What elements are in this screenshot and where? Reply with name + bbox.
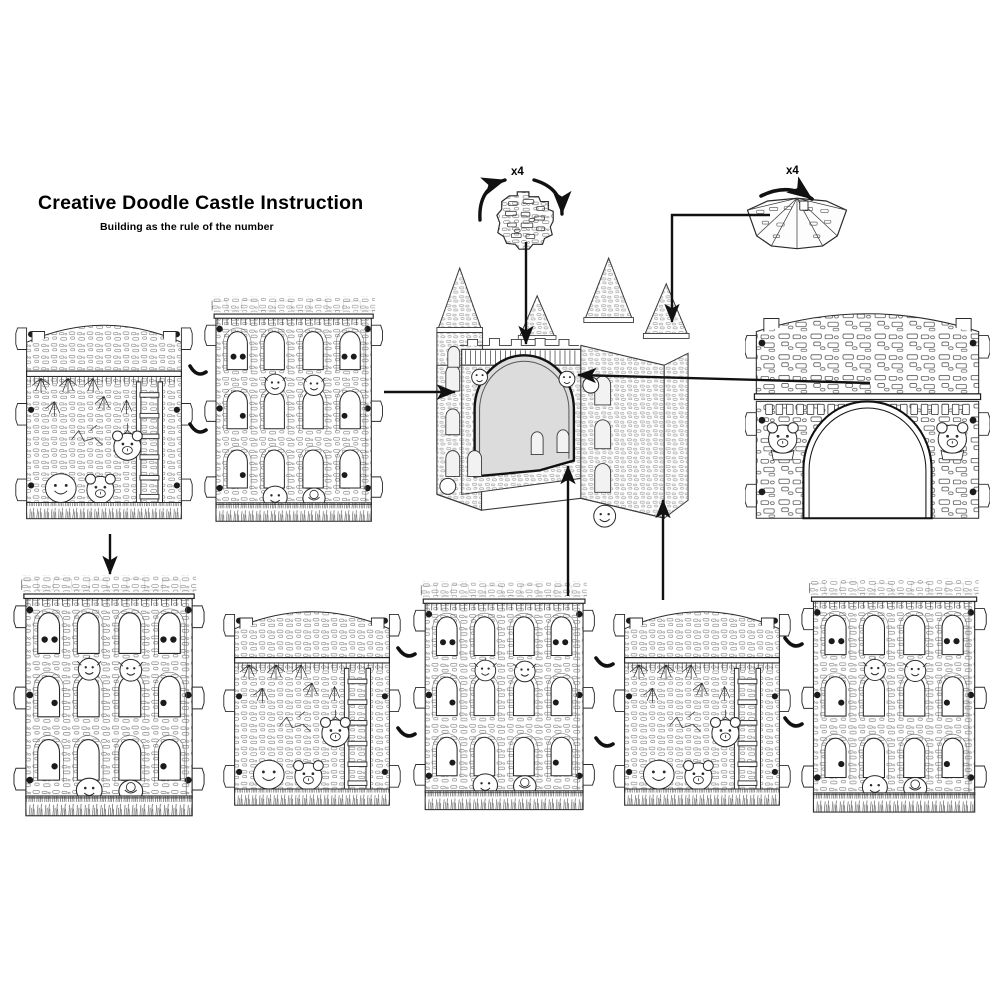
part-bottom-3[interactable] [412, 570, 600, 818]
part-bottom-5[interactable] [800, 570, 992, 818]
quantity-label-roof: x4 [786, 165, 799, 177]
part-gate-arch-panel[interactable] [745, 288, 990, 528]
part-top-2[interactable] [203, 290, 388, 525]
battlement-block-piece[interactable] [492, 188, 560, 256]
assembled-castle-model[interactable] [420, 250, 698, 548]
cone-roof-piece[interactable] [742, 195, 852, 251]
part-bottom-4[interactable] [612, 572, 792, 817]
part-top-1[interactable] [14, 288, 194, 528]
part-bottom-2[interactable] [222, 572, 402, 817]
page-title: Creative Doodle Castle Instruction [38, 192, 364, 214]
quantity-label-battlement: x4 [511, 166, 524, 178]
page-subtitle: Building as the rule of the number [100, 221, 274, 233]
part-bottom-1[interactable] [12, 570, 210, 818]
